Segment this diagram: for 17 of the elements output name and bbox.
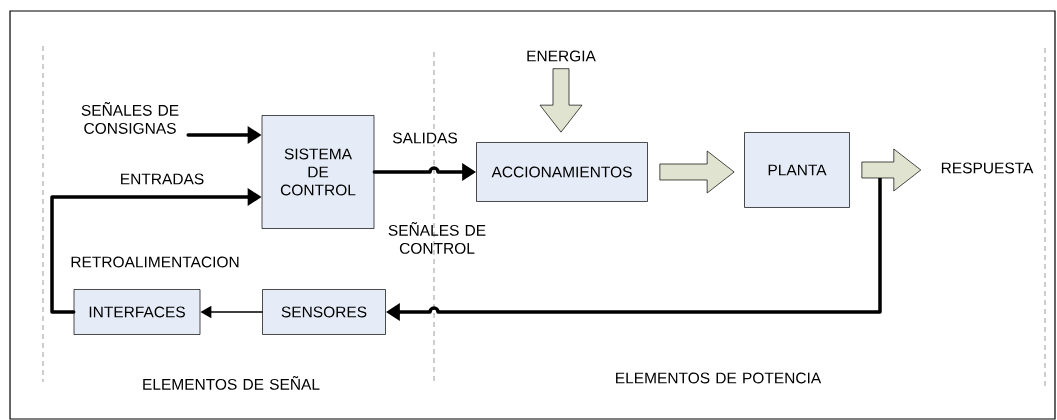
block-arrow [539, 68, 583, 133]
signal-label: SEÑALES DE CONSIGNAS [81, 102, 179, 134]
text-label: ELEMENTOS DE SEÑAL [143, 376, 320, 390]
process-box: SENSORES [262, 289, 386, 335]
block-arrow [659, 150, 735, 194]
edge-label: ENTRADAS [118, 172, 206, 186]
block-arrow [861, 148, 922, 192]
edge-label: SALIDAS [391, 131, 459, 145]
text-label: ELEMENTOS DE POTENCIA [616, 372, 822, 384]
process-box: PLANTA [744, 132, 850, 208]
process-box: ACCIONAMIENTOS [476, 142, 648, 202]
text-label: RETROALIMENTACION [71, 256, 239, 268]
process-box: SISTEMA DE CONTROL [261, 115, 375, 229]
signal-label: RESPUESTA [941, 162, 1034, 174]
process-box: INTERFACES [73, 289, 201, 335]
text-label: SEÑALES DE CONTROL [388, 222, 486, 254]
signal-label: ENERGIA [527, 50, 596, 62]
